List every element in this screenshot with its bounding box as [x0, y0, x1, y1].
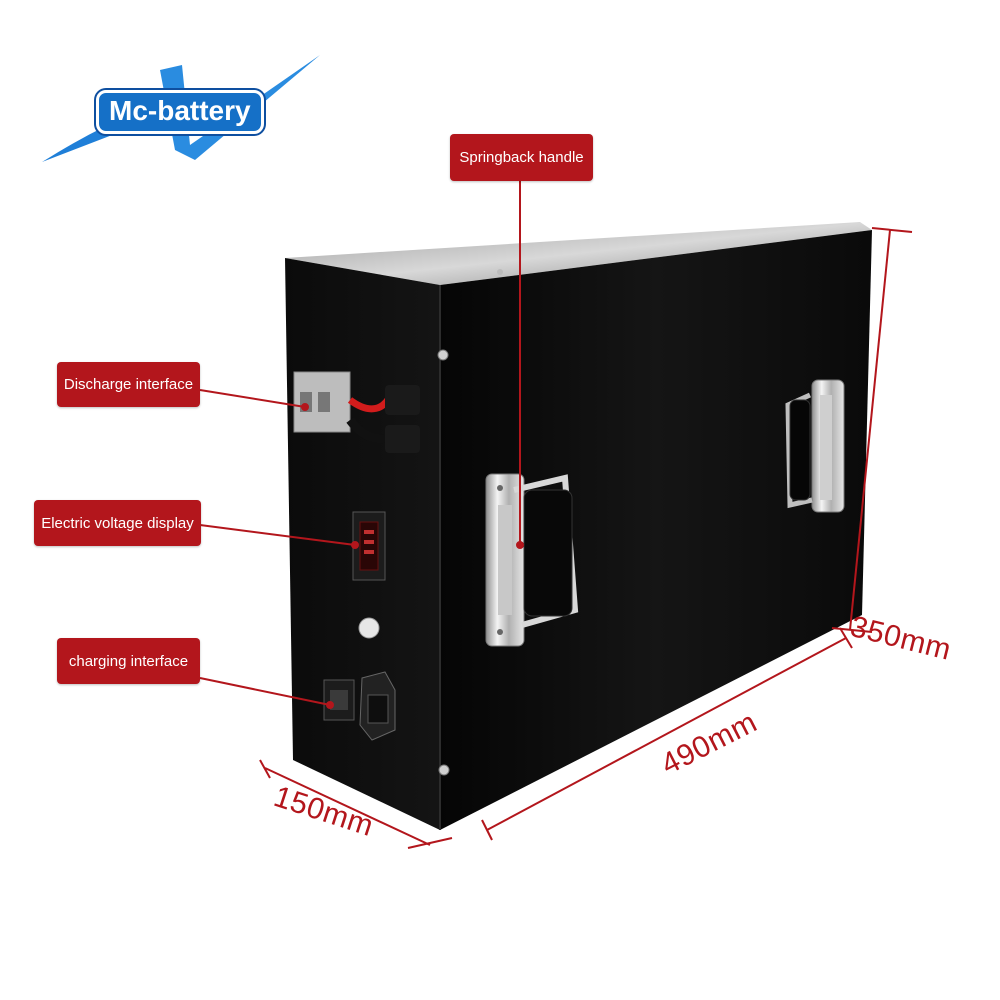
leader-discharge — [199, 389, 306, 408]
battery-top-face — [285, 222, 872, 285]
round-button — [358, 617, 380, 639]
callout-voltage-display: Electric voltage display — [34, 500, 201, 546]
dimension-lines — [259, 227, 913, 849]
screw-top — [437, 349, 449, 361]
callout-discharge-interface: Discharge interface — [57, 362, 200, 407]
brand-logo: Mc-battery — [96, 90, 264, 134]
dim-line-length — [486, 637, 847, 831]
battery-front-face — [440, 230, 872, 830]
leader-voltage — [199, 524, 356, 546]
dim-line-height — [849, 229, 891, 631]
charging-port — [323, 671, 396, 741]
leader-charging — [199, 677, 331, 706]
callout-leaders — [199, 180, 524, 709]
dim-line-depth — [264, 767, 431, 846]
rear-handle — [785, 379, 845, 513]
screw-bottom — [438, 764, 450, 776]
callout-charging-interface: charging interface — [57, 638, 200, 684]
discharge-connector — [293, 371, 420, 453]
front-handle — [485, 473, 579, 647]
callout-springback-handle: Springback handle — [450, 134, 593, 181]
